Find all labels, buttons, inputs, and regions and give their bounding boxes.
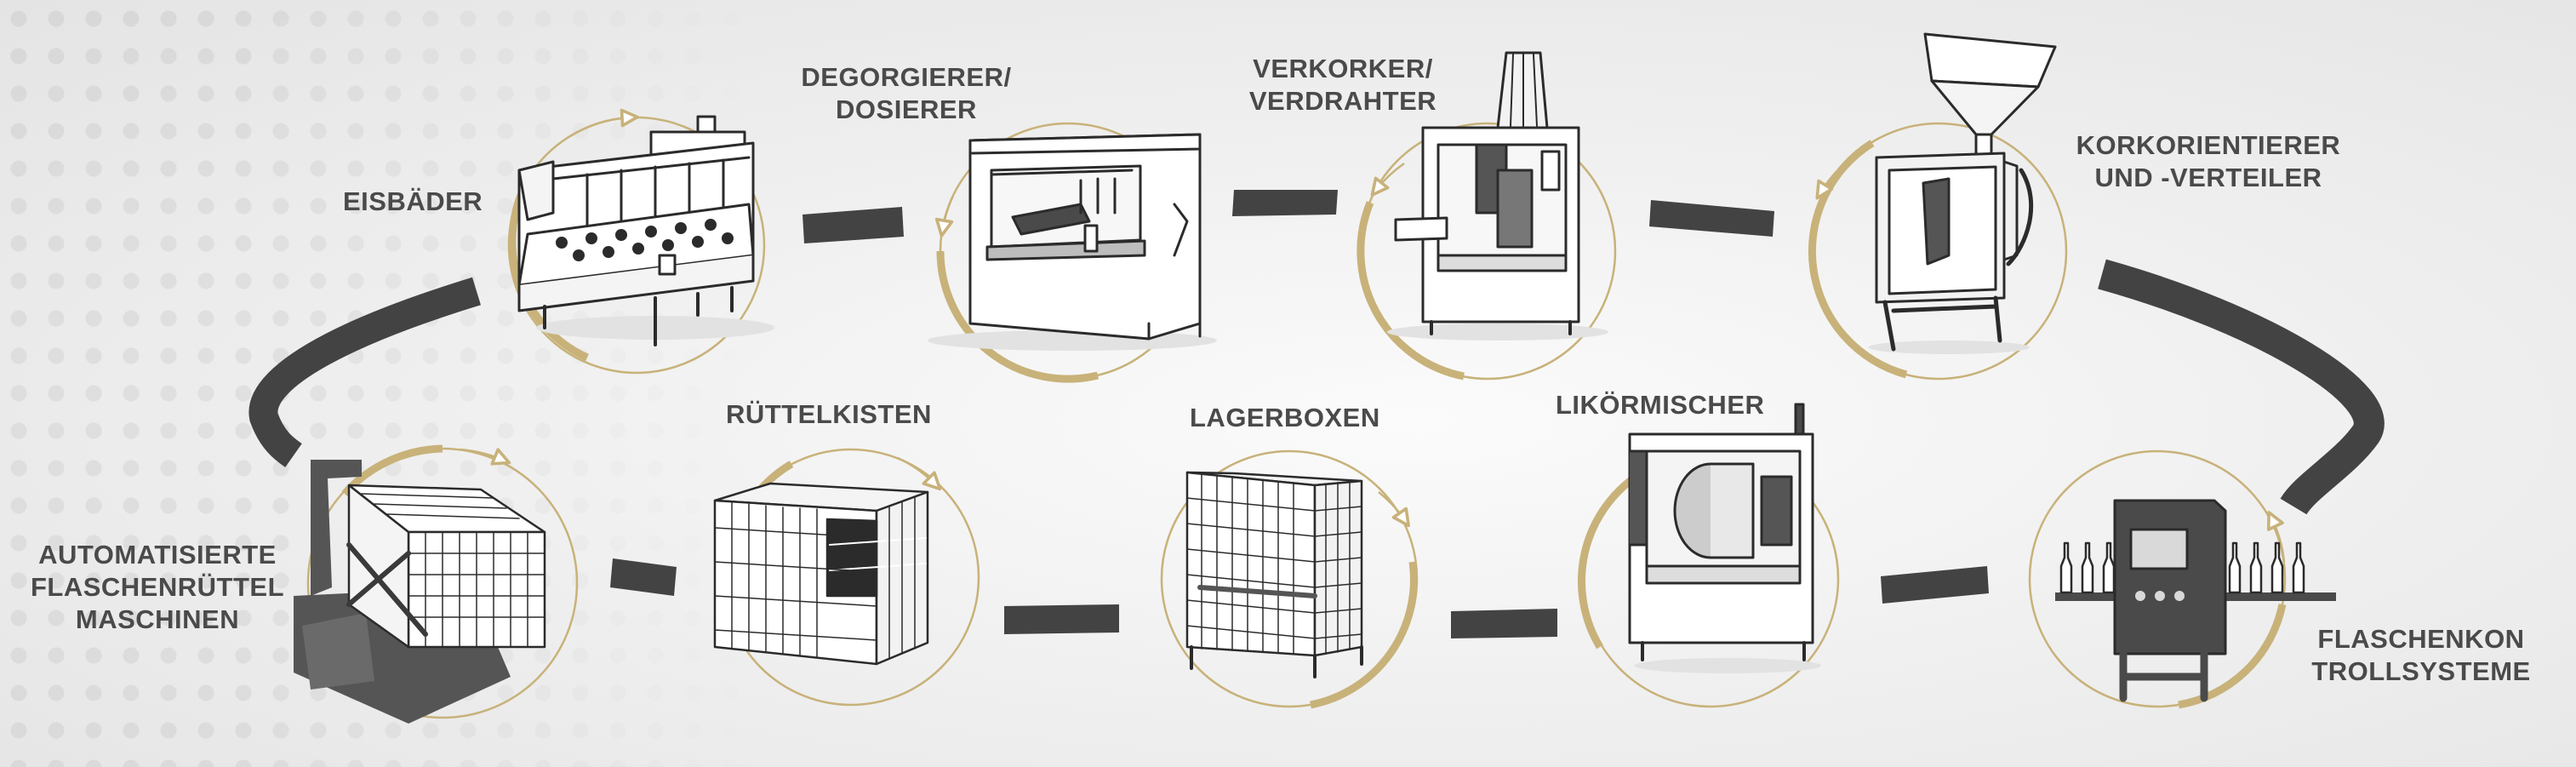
label-eisbaeder: EISBÄDER bbox=[343, 186, 483, 216]
corking-wiring-machine-icon bbox=[1387, 51, 1608, 341]
label-verkorker: VERKORKER/ VERDRAHTER bbox=[1248, 54, 1437, 116]
connector-1 bbox=[803, 207, 904, 243]
connector-arc-left bbox=[248, 277, 481, 467]
label-korkorientierer: KORKORIENTIERER UND -VERTEILER bbox=[2076, 130, 2341, 192]
connector-3 bbox=[1649, 200, 1774, 237]
connector-8 bbox=[1451, 609, 1557, 638]
label-ruettelkisten: RÜTTELKISTEN bbox=[726, 399, 932, 429]
connector-10 bbox=[610, 558, 677, 596]
label-flaschenruettel: AUTOMATISIERTE FLASCHENRÜTTEL MASCHINEN bbox=[30, 540, 285, 634]
ice-bath-machine-icon bbox=[517, 115, 774, 346]
label-lagerboxen: LAGERBOXEN bbox=[1190, 403, 1380, 432]
label-likoermischer: LIKÖRMISCHER bbox=[1556, 390, 1765, 420]
disgorging-dosing-machine-icon bbox=[928, 133, 1217, 351]
connector-arc-right bbox=[2098, 259, 2385, 516]
liqueur-mixer-machine-icon bbox=[1628, 403, 1821, 673]
ring-flaschenkontroll bbox=[2028, 449, 2287, 708]
bottle-inspection-system-icon bbox=[2055, 499, 2336, 702]
connector-2 bbox=[1232, 190, 1338, 216]
connector-7 bbox=[1881, 566, 1989, 604]
connector-9 bbox=[1004, 604, 1119, 634]
automated-bottle-riddling-machine-icon bbox=[294, 460, 546, 724]
cork-orienting-distributing-machine-icon bbox=[1868, 32, 2057, 354]
storage-cage-box-icon bbox=[1185, 471, 1363, 678]
process-connectors bbox=[248, 190, 2385, 638]
label-degorgierer: DEGORGIERER/ DOSIERER bbox=[801, 62, 1012, 124]
label-flaschenkontroll: FLASCHENKON TROLLSYSTEME bbox=[2311, 624, 2531, 686]
riddling-crate-icon bbox=[713, 482, 929, 666]
